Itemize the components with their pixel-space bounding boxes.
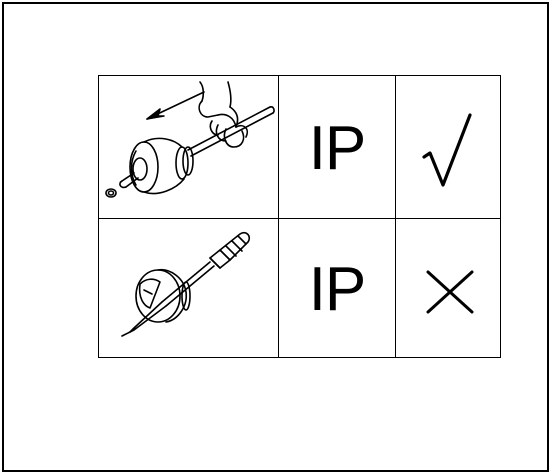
check-mark-icon xyxy=(398,97,498,197)
row-2-code-cell: IP xyxy=(279,219,396,357)
slide-hammer-puller-icon xyxy=(100,77,278,218)
cross-mark-icon xyxy=(398,238,498,338)
row-2-illustration-cell xyxy=(99,219,279,357)
row-2-code-label: IP xyxy=(309,259,366,321)
method-comparison-table: IP IP xyxy=(98,75,501,358)
screwdriver-pry-icon xyxy=(100,220,278,357)
row-1-code-label: IP xyxy=(309,118,366,180)
row-1-result-cell xyxy=(396,76,500,219)
row-1-illustration-cell xyxy=(99,76,279,219)
row-2-result-cell xyxy=(396,219,500,357)
row-1-code-cell: IP xyxy=(279,76,396,219)
